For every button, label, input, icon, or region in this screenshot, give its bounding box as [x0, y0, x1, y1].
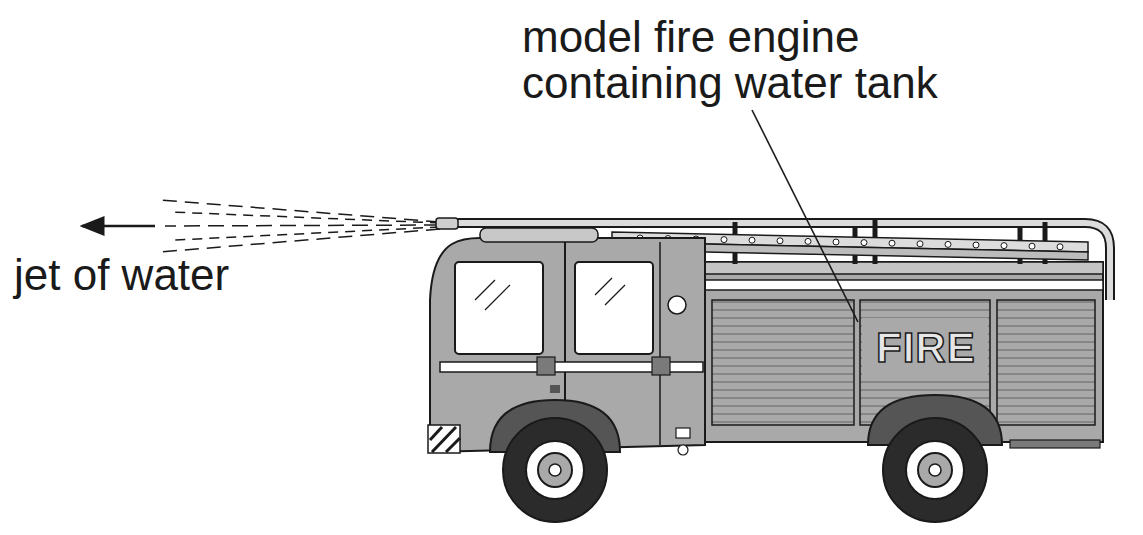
- rear-wheel: [883, 418, 987, 522]
- front-bumper: [428, 425, 460, 453]
- windscreen: [455, 262, 543, 354]
- front-wheel: [503, 418, 607, 522]
- jet-label: jet of water: [14, 252, 229, 298]
- jet-arrow: [82, 225, 155, 228]
- badge: [668, 296, 686, 314]
- water-jet: [160, 200, 440, 252]
- panel-lettering: FIRE: [872, 326, 980, 370]
- callout-label: model fire engine containing water tank: [522, 14, 962, 106]
- locker-panel: [712, 300, 854, 425]
- nozzle: [436, 218, 458, 229]
- locker-panel: [997, 300, 1095, 425]
- side-window: [575, 262, 653, 354]
- leader-line: [752, 110, 858, 322]
- body-stripe: [703, 280, 1103, 290]
- light-bar: [480, 228, 598, 242]
